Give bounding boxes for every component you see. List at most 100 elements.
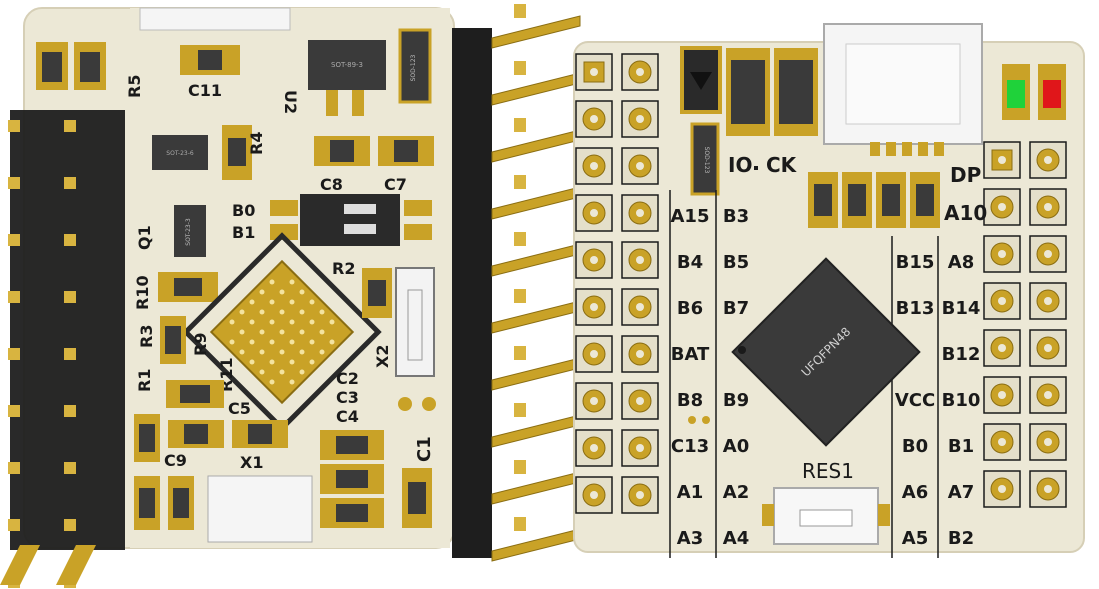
via — [269, 379, 275, 385]
edge-pin-hole — [1044, 156, 1052, 164]
edge-pin-hole — [998, 250, 1006, 258]
c9-label: C9 — [164, 451, 187, 470]
via — [319, 329, 325, 335]
edge-pin-hole — [590, 491, 598, 499]
usb-connector-top — [139, 7, 291, 31]
edge-pin-hole — [1044, 344, 1052, 352]
c4-label: C4 — [336, 407, 359, 426]
left-header-pins — [0, 120, 96, 588]
edge-pin-cell — [621, 241, 659, 279]
inner-pin-label: A6 — [902, 482, 928, 503]
c5-label: C5 — [228, 399, 251, 418]
via — [249, 339, 255, 345]
header-pin — [491, 15, 581, 49]
via — [279, 289, 285, 295]
via — [289, 279, 295, 285]
edge-pin-hole — [636, 68, 644, 76]
edge-pin-hole — [636, 256, 644, 264]
c1-label: C1 — [414, 436, 435, 462]
edge-pin-hole — [636, 209, 644, 217]
edge-pin-hole — [998, 485, 1006, 493]
sod-diode-right — [690, 122, 720, 196]
right-header-pins — [491, 4, 581, 562]
c11-label: C11 — [188, 81, 222, 100]
header-pin-leg — [0, 545, 40, 585]
via — [269, 339, 275, 345]
via — [299, 289, 305, 295]
ck-label: CK — [766, 153, 798, 177]
r1-label: R1 — [135, 369, 154, 392]
edge-pin-hole — [590, 397, 598, 405]
header-pin-left-a — [8, 405, 20, 417]
via — [329, 339, 335, 345]
edge-pin-hole — [998, 203, 1006, 211]
header-pin-left-b — [64, 291, 76, 303]
via — [239, 329, 245, 335]
pin-tip — [514, 232, 526, 246]
r9-label: R9 — [191, 333, 210, 356]
thermal-vias — [229, 279, 335, 385]
inner-pin-label: B10 — [942, 390, 981, 411]
edge-pin-hole — [998, 344, 1006, 352]
x2-label: X2 — [373, 345, 392, 368]
pin-tip — [514, 4, 526, 18]
edge-pin-hole — [636, 397, 644, 405]
inner-pin-label: B4 — [677, 252, 703, 273]
header-pin-left-a — [8, 348, 20, 360]
edge-pin-hole — [590, 209, 598, 217]
via — [279, 309, 285, 315]
inner-pin-label: B7 — [723, 298, 749, 319]
r2-label: R2 — [332, 259, 355, 278]
header-pin-left-b — [64, 234, 76, 246]
left-pin-header — [10, 110, 125, 550]
via — [279, 329, 285, 335]
pin-tip — [514, 61, 526, 75]
a10-label: A10 — [944, 201, 987, 225]
inner-pin-label: B6 — [677, 298, 703, 319]
header-pin-left-a — [8, 177, 20, 189]
via — [259, 369, 265, 375]
inner-pin-label: A1 — [677, 482, 703, 503]
resistor-array — [808, 172, 940, 228]
sot23-label: SOT-23-6 — [166, 150, 194, 157]
edge-pin-hole — [1044, 438, 1052, 446]
header-pin-left-b — [64, 120, 76, 132]
via — [289, 319, 295, 325]
edge-pin-hole — [636, 444, 644, 452]
via — [289, 379, 295, 385]
inner-pin-label: A3 — [677, 528, 703, 549]
r4-label: R4 — [247, 132, 266, 155]
inner-pin-label: B14 — [942, 298, 981, 319]
via — [299, 349, 305, 355]
mcu-chip — [731, 257, 921, 447]
edge-pin-hole — [590, 303, 598, 311]
header-pin-left-b — [64, 177, 76, 189]
diode-top — [398, 28, 432, 104]
edge-pin-hole — [636, 162, 644, 170]
via — [309, 359, 315, 365]
via — [299, 369, 305, 375]
r3-label: R3 — [137, 325, 156, 348]
r10-label: R10 — [133, 275, 152, 310]
usb-connector-bottom — [207, 475, 313, 543]
inner-pin-label: B15 — [896, 252, 935, 273]
diode-label: SOD-123 — [410, 54, 417, 81]
pin-tip — [514, 175, 526, 189]
via — [289, 359, 295, 365]
header-pin-left-a — [8, 291, 20, 303]
pin-tip — [514, 460, 526, 474]
boot-dip-switch[interactable] — [300, 194, 400, 246]
inner-pin-label: A15 — [671, 206, 710, 227]
inner-pin-label: B9 — [723, 390, 749, 411]
c8-label: C8 — [320, 175, 343, 194]
via — [319, 309, 325, 315]
edge-pin-hole — [998, 156, 1006, 164]
via — [269, 299, 275, 305]
pin-tip — [514, 346, 526, 360]
x2-crystal — [395, 267, 435, 377]
via — [299, 329, 305, 335]
x1-label: X1 — [240, 453, 263, 472]
q1-label: Q1 — [135, 225, 154, 250]
